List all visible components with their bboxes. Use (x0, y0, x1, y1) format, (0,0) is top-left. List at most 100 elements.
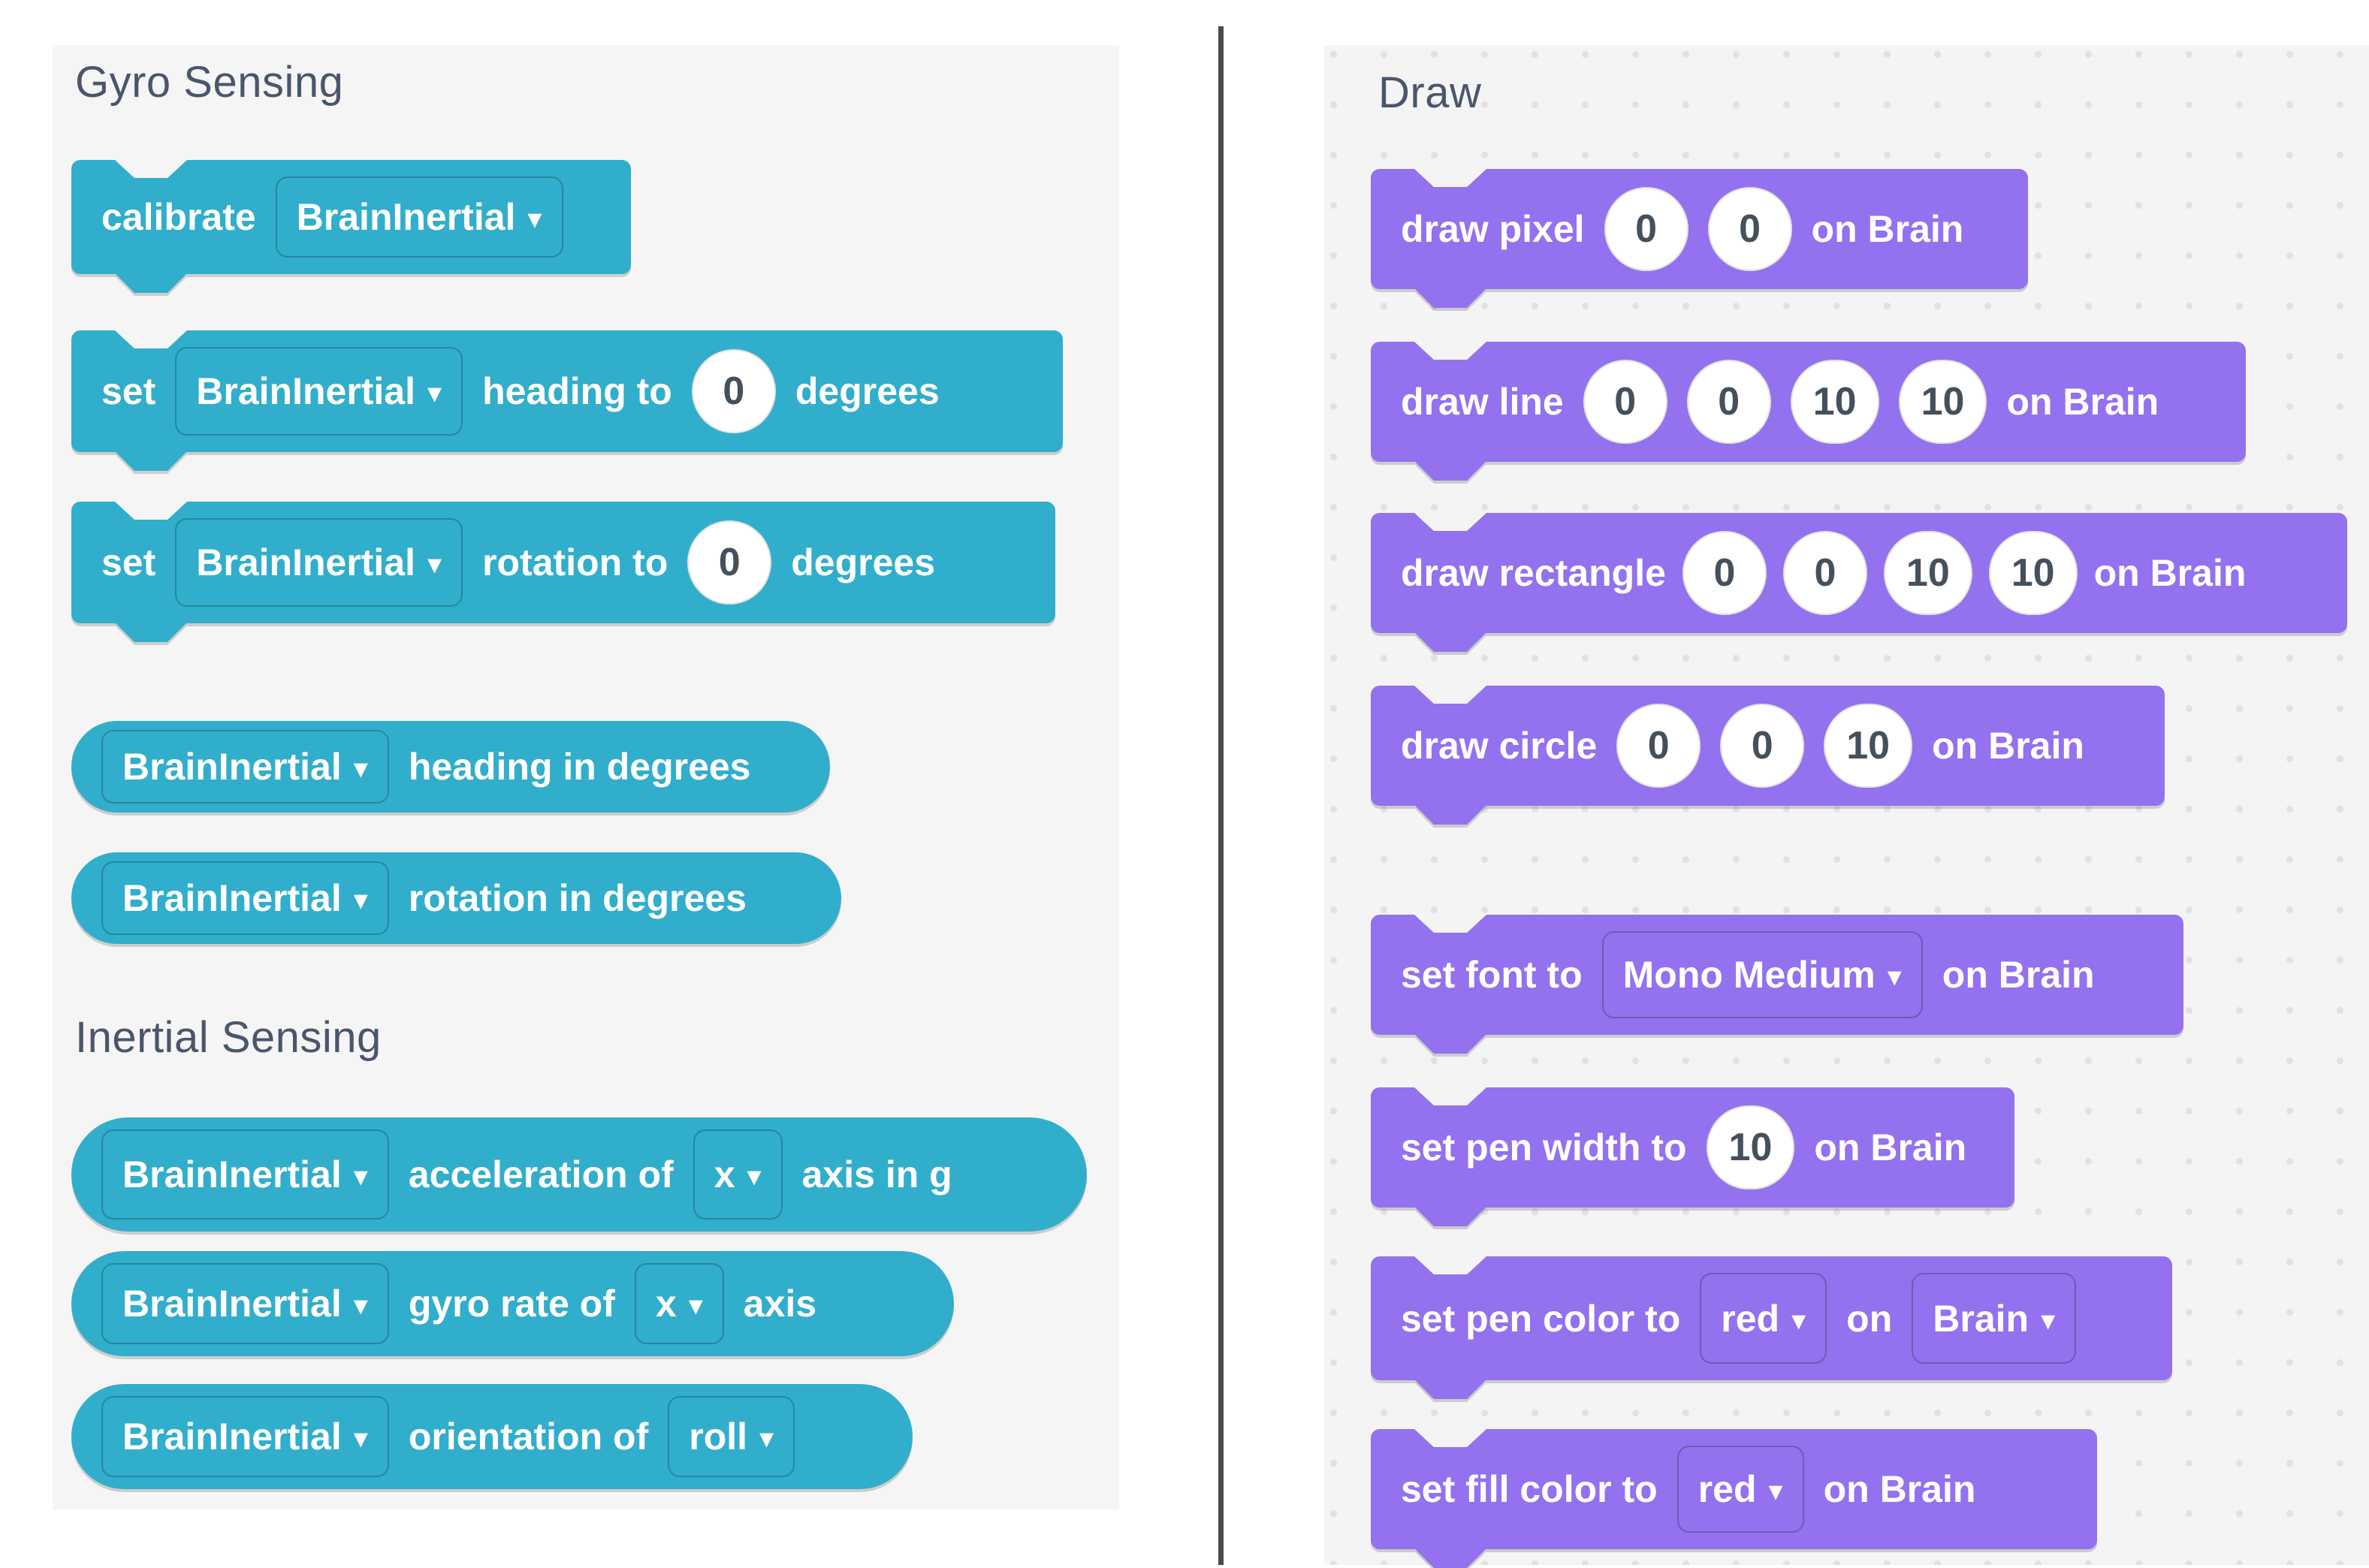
dropdown-caret-icon: ▾ (1887, 961, 1902, 993)
block-gyro-rate[interactable]: BrainInertial ▾ gyro rate of x ▾ axis (71, 1251, 954, 1356)
block-set-heading[interactable]: set BrainInertial ▾ heading to 0 degrees (71, 330, 1063, 471)
block-draw-circle[interactable]: draw circle 0 0 10 on Brain (1371, 686, 2165, 825)
dropdown-caret-icon: ▾ (747, 1161, 762, 1193)
inertial-device-dropdown[interactable]: BrainInertial ▾ (101, 730, 389, 804)
block-label: set font to (1401, 954, 1583, 996)
dropdown-caret-icon: ▾ (353, 885, 368, 916)
dropdown-caret-icon: ▾ (527, 204, 542, 235)
inertial-device-dropdown[interactable]: BrainInertial ▾ (101, 1129, 389, 1220)
block-orientation[interactable]: BrainInertial ▾ orientation of roll ▾ (71, 1384, 913, 1489)
block-label: set fill color to (1401, 1468, 1658, 1510)
block-notch-top (1414, 915, 1486, 933)
block-set-rotation[interactable]: set BrainInertial ▾ rotation to 0 degree… (71, 502, 1055, 642)
block-notch-top (1414, 513, 1486, 531)
panel-divider (1218, 26, 1224, 1565)
dropdown-caret-icon: ▾ (353, 753, 368, 785)
block-tab-bottom (115, 451, 187, 471)
block-label: on Brain (1932, 725, 2084, 767)
block-label: draw circle (1401, 725, 1598, 767)
heading-value-input[interactable]: 0 (691, 349, 776, 433)
screen-dropdown[interactable]: Brain ▾ (1912, 1273, 2077, 1364)
pen-width-input[interactable]: 10 (1706, 1105, 1795, 1190)
block-label: on Brain (1814, 1126, 1967, 1168)
block-label: set pen width to (1401, 1126, 1687, 1168)
block-draw-pixel[interactable]: draw pixel 0 0 on Brain (1371, 169, 2028, 308)
line-x1-input[interactable]: 0 (1583, 360, 1667, 444)
block-label: set (101, 370, 156, 412)
dropdown-caret-icon: ▾ (353, 1423, 368, 1455)
block-label: on Brain (2006, 381, 2159, 423)
block-tab-bottom (1414, 1034, 1486, 1054)
inertial-device-dropdown[interactable]: BrainInertial ▾ (275, 176, 563, 258)
dropdown-caret-icon: ▾ (759, 1423, 774, 1455)
pixel-y-input[interactable]: 0 (1707, 187, 1792, 271)
inertial-device-dropdown[interactable]: BrainInertial ▾ (101, 861, 389, 935)
block-notch-top (1414, 169, 1486, 187)
block-tab-bottom (1414, 1380, 1486, 1399)
inertial-device-dropdown[interactable]: BrainInertial ▾ (175, 518, 463, 607)
block-label: axis in g (801, 1153, 952, 1196)
block-notch-top (1414, 686, 1486, 704)
block-rotation-in-degrees[interactable]: BrainInertial ▾ rotation in degrees (71, 852, 841, 944)
circle-y-input[interactable]: 0 (1720, 704, 1805, 788)
block-acceleration[interactable]: BrainInertial ▾ acceleration of x ▾ axis… (71, 1117, 1087, 1232)
block-tab-bottom (1414, 632, 1486, 652)
axis-dropdown[interactable]: x ▾ (693, 1129, 783, 1220)
orientation-axis-dropdown[interactable]: roll ▾ (668, 1396, 795, 1477)
block-notch-top (1414, 1429, 1486, 1447)
dropdown-caret-icon: ▾ (427, 378, 442, 409)
rotation-value-input[interactable]: 0 (687, 520, 772, 605)
block-label: set (101, 541, 156, 583)
block-calibrate[interactable]: calibrate BrainInertial ▾ (71, 160, 631, 293)
block-draw-line[interactable]: draw line 0 0 10 10 on Brain (1371, 342, 2246, 481)
block-notch-top (115, 502, 187, 520)
block-notch-top (115, 330, 187, 348)
rect-y-input[interactable]: 0 (1782, 531, 1867, 615)
dropdown-caret-icon: ▾ (427, 549, 442, 580)
circle-x-input[interactable]: 0 (1616, 704, 1701, 788)
fill-color-dropdown[interactable]: red ▾ (1676, 1446, 1804, 1533)
dropdown-caret-icon: ▾ (1791, 1304, 1806, 1337)
block-set-font[interactable]: set font to Mono Medium ▾ on Brain (1371, 915, 2183, 1054)
rect-height-input[interactable]: 10 (1988, 531, 2078, 615)
block-label: set pen color to (1401, 1297, 1681, 1340)
line-x2-input[interactable]: 10 (1790, 360, 1879, 444)
block-label: on Brain (1942, 954, 2095, 996)
draw-section-title: Draw (1378, 68, 1482, 117)
font-dropdown[interactable]: Mono Medium ▾ (1601, 931, 1923, 1018)
block-tab-bottom (1414, 805, 1486, 825)
block-set-fill-color[interactable]: set fill color to red ▾ on Brain (1371, 1429, 2097, 1568)
circle-radius-input[interactable]: 10 (1824, 704, 1913, 788)
dropdown-caret-icon: ▾ (353, 1290, 368, 1322)
block-tab-bottom (1414, 288, 1486, 308)
dropdown-caret-icon: ▾ (688, 1290, 703, 1322)
block-label: degrees (791, 541, 936, 583)
inertial-device-dropdown[interactable]: BrainInertial ▾ (101, 1263, 389, 1344)
draw-palette-panel: Draw draw pixel 0 0 on Brain draw line 0… (1324, 45, 2369, 1568)
rect-x-input[interactable]: 0 (1682, 531, 1767, 615)
line-y2-input[interactable]: 10 (1898, 360, 1987, 444)
block-label: on (1846, 1297, 1893, 1340)
line-y1-input[interactable]: 0 (1686, 360, 1771, 444)
block-notch-top (1414, 1087, 1486, 1105)
pixel-x-input[interactable]: 0 (1604, 187, 1688, 271)
axis-dropdown[interactable]: x ▾ (634, 1263, 724, 1344)
block-set-pen-width[interactable]: set pen width to 10 on Brain (1371, 1087, 2014, 1226)
block-label: on Brain (1811, 208, 1964, 250)
block-draw-rectangle[interactable]: draw rectangle 0 0 10 10 on Brain (1371, 513, 2347, 652)
block-tab-bottom (115, 273, 187, 293)
block-set-pen-color[interactable]: set pen color to red ▾ on Brain ▾ (1371, 1256, 2172, 1399)
pen-color-dropdown[interactable]: red ▾ (1700, 1273, 1827, 1364)
rect-width-input[interactable]: 10 (1883, 531, 1972, 615)
inertial-device-dropdown[interactable]: BrainInertial ▾ (101, 1396, 389, 1477)
sensing-palette-panel: Gyro Sensing calibrate BrainInertial ▾ s… (53, 45, 1119, 1509)
dropdown-caret-icon: ▾ (353, 1161, 368, 1193)
gyro-sensing-section-title: Gyro Sensing (75, 58, 344, 107)
block-label: calibrate (101, 196, 256, 238)
inertial-device-dropdown[interactable]: BrainInertial ▾ (175, 347, 463, 436)
block-label: on Brain (2093, 552, 2247, 594)
block-heading-in-degrees[interactable]: BrainInertial ▾ heading in degrees (71, 721, 830, 813)
block-tab-bottom (1414, 461, 1486, 481)
block-label: acceleration of (408, 1153, 674, 1196)
